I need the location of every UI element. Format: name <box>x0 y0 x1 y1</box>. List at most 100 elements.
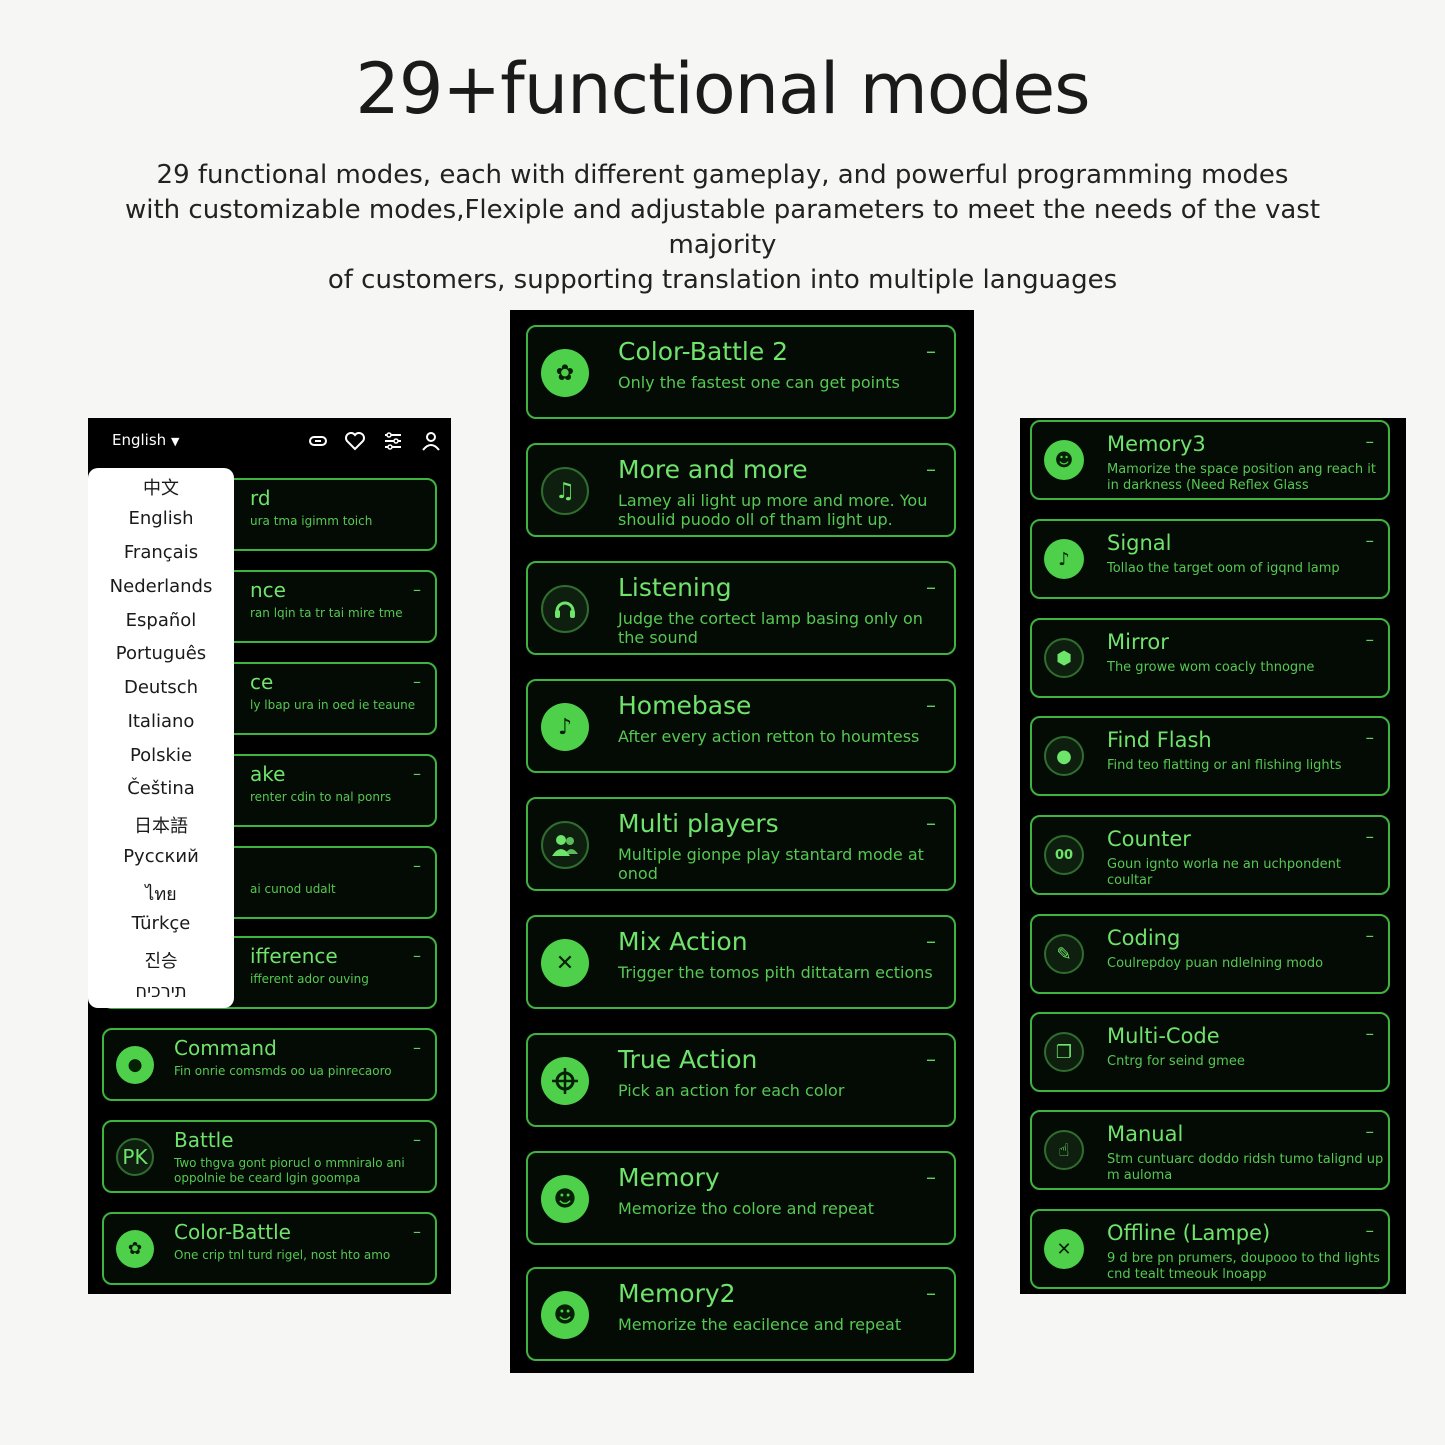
language-option[interactable]: Čeština <box>127 778 195 799</box>
collapse-icon[interactable]: – <box>413 946 421 965</box>
collapse-icon[interactable]: – <box>1365 531 1375 551</box>
mirror-icon: ⬢ <box>1044 638 1084 678</box>
language-option[interactable]: Türkçe <box>131 913 191 934</box>
collapse-icon[interactable]: – <box>1365 1024 1375 1044</box>
mode-card-listening[interactable]: Listening Judge the cortect lamp basing … <box>526 561 956 655</box>
collapse-icon[interactable]: – <box>926 811 936 835</box>
language-option[interactable]: Español <box>125 610 197 631</box>
collapse-icon[interactable]: – <box>413 764 421 783</box>
collapse-icon[interactable]: – <box>1365 728 1375 748</box>
language-option[interactable]: ไทย <box>145 884 177 905</box>
head-icon: ☻ <box>1044 440 1084 480</box>
collapse-icon[interactable]: – <box>926 457 936 481</box>
collapse-icon[interactable]: – <box>413 856 421 875</box>
mode-desc: Multiple gionpe play stantard mode at on… <box>618 845 924 883</box>
collapse-icon[interactable]: – <box>1365 1221 1375 1241</box>
chevron-down-icon: ▼ <box>170 435 180 448</box>
collapse-icon[interactable]: – <box>926 575 936 599</box>
mode-title: True Action <box>618 1045 758 1074</box>
mode-card-memory[interactable]: ☻ Memory Memorize tho colore and repeat … <box>526 1151 956 1245</box>
collapse-icon[interactable]: – <box>413 1222 421 1241</box>
subtitle-line-2: with customizable modes,Flexiple and adj… <box>124 195 1321 260</box>
list-settings-icon[interactable] <box>382 430 404 452</box>
target-icon <box>541 1057 589 1105</box>
music-note-icon: ♪ <box>541 703 589 751</box>
mode-title: Mix Action <box>618 927 748 956</box>
collapse-icon[interactable]: – <box>1365 926 1375 946</box>
subtitle-line-1: 29 functional modes, each with different… <box>156 160 1289 190</box>
mode-title: nce <box>250 578 286 602</box>
mode-desc: After every action retton to houmtess <box>618 727 920 746</box>
mode-card-multi-code[interactable]: ❐ Multi-Code Cntrg for seind gmee – <box>1030 1012 1390 1092</box>
collapse-icon[interactable]: – <box>926 929 936 953</box>
language-option[interactable]: Русский <box>123 846 199 867</box>
mode-desc: ai cunod udalt <box>250 882 336 896</box>
mode-desc: Stm cuntuarc doddo ridsh tumo talignd up… <box>1107 1152 1384 1183</box>
mode-card-offline[interactable]: ✕ Offline (Lampe) 9 d bre pn prumers, do… <box>1030 1209 1390 1289</box>
language-option[interactable]: Français <box>123 542 199 563</box>
mode-desc: renter cdin to nal ponrs <box>250 790 392 804</box>
mode-card-more-and-more[interactable]: ♫ More and more Lamey ali light up more … <box>526 443 956 537</box>
mode-desc: Goun ignto worla ne an uchpondent coulta… <box>1107 857 1341 888</box>
mode-card-color-battle[interactable]: ✿ Color-Battle One crip tnl turd rigel, … <box>102 1212 437 1285</box>
edit-icon: ✎ <box>1044 934 1084 974</box>
mode-card-true-action[interactable]: True Action Pick an action for each colo… <box>526 1033 956 1127</box>
language-option[interactable]: Deutsch <box>123 677 199 698</box>
collapse-icon[interactable]: – <box>926 339 936 363</box>
mode-card-memory2[interactable]: ☻ Memory2 Memorize the eacilence and rep… <box>526 1267 956 1361</box>
mode-title: Battle <box>174 1128 234 1152</box>
user-icon[interactable] <box>420 430 442 452</box>
mode-card-signal[interactable]: ♪ Signal Tollao the target oom of igqnd … <box>1030 519 1390 599</box>
collapse-icon[interactable]: – <box>1365 827 1375 847</box>
mode-title: Command <box>174 1036 277 1060</box>
music-bars-icon: ♫ <box>541 467 589 515</box>
mode-card-mix-action[interactable]: ✕ Mix Action Trigger the tomos pith ditt… <box>526 915 956 1009</box>
mode-desc: Trigger the tomos pith dittatarn ections <box>618 963 933 982</box>
brain-icon: ☻ <box>541 1175 589 1223</box>
language-option[interactable]: 中文 <box>143 478 179 499</box>
mode-card-battle[interactable]: PK Battle Two thgva gont piorucl o mmnir… <box>102 1120 437 1193</box>
mode-desc: Pick an action for each color <box>618 1081 845 1100</box>
collapse-icon[interactable]: – <box>1365 432 1375 452</box>
collapse-icon[interactable]: – <box>926 1281 936 1305</box>
mode-card-mirror[interactable]: ⬢ Mirror The growe wom coacly thnogne – <box>1030 618 1390 698</box>
collapse-icon[interactable]: – <box>926 1165 936 1189</box>
mode-desc: Cntrg for seind gmee <box>1107 1054 1245 1069</box>
mode-card-homebase[interactable]: ♪ Homebase After every action retton to … <box>526 679 956 773</box>
mode-card-find-flash[interactable]: ● Find Flash Find teo flatting or anl fl… <box>1030 716 1390 796</box>
mode-card-counter[interactable]: 00 Counter Goun ignto worla ne an uchpon… <box>1030 815 1390 895</box>
mode-desc: Memorize tho colore and repeat <box>618 1199 874 1218</box>
heart-icon[interactable] <box>344 430 366 452</box>
mode-card-color-battle-2[interactable]: ✿ Color-Battle 2 Only the fastest one ca… <box>526 325 956 419</box>
mode-title: Memory <box>618 1163 720 1192</box>
collapse-icon[interactable]: – <box>413 672 421 691</box>
collapse-icon[interactable]: – <box>413 1130 421 1149</box>
mode-card-command[interactable]: ● Command Fin onrie comsmds oo ua pinrec… <box>102 1028 437 1101</box>
brain-gear-icon: ☻ <box>541 1291 589 1339</box>
mode-desc: ran lqin ta tr tai mire tme <box>250 606 403 620</box>
language-option[interactable]: Polskie <box>129 745 193 766</box>
collapse-icon[interactable]: – <box>1365 630 1375 650</box>
language-option[interactable]: English <box>128 508 194 529</box>
language-option[interactable]: 日本語 <box>134 816 188 837</box>
language-option[interactable]: Italiano <box>127 711 195 732</box>
language-option[interactable]: Nederlands <box>109 576 213 597</box>
layers-icon: ❐ <box>1044 1032 1084 1072</box>
collapse-icon[interactable]: – <box>413 1038 421 1057</box>
mode-card-manual[interactable]: ☝ Manual Stm cuntuarc doddo ridsh tumo t… <box>1030 1110 1390 1190</box>
command-icon: ● <box>116 1046 154 1084</box>
link-icon[interactable] <box>307 430 329 452</box>
language-option[interactable]: תירכיח <box>135 981 187 1002</box>
mode-card-coding[interactable]: ✎ Coding Coulrepdoy puan ndlelning modo … <box>1030 914 1390 994</box>
language-select[interactable]: English ▼ <box>112 431 179 449</box>
mode-card-multi-players[interactable]: Multi players Multiple gionpe play stant… <box>526 797 956 891</box>
mode-card-memory3[interactable]: ☻ Memory3 Mamorize the space position an… <box>1030 420 1390 500</box>
language-option[interactable]: Português <box>115 643 207 664</box>
subtitle-line-3: of customers, supporting translation int… <box>327 265 1118 295</box>
language-option[interactable]: 진승 <box>144 951 178 972</box>
collapse-icon[interactable]: – <box>926 1047 936 1071</box>
collapse-icon[interactable]: – <box>926 693 936 717</box>
collapse-icon[interactable]: – <box>1365 1122 1375 1142</box>
collapse-icon[interactable]: – <box>413 580 421 599</box>
mode-desc: Judge the cortect lamp basing only on th… <box>618 609 923 647</box>
